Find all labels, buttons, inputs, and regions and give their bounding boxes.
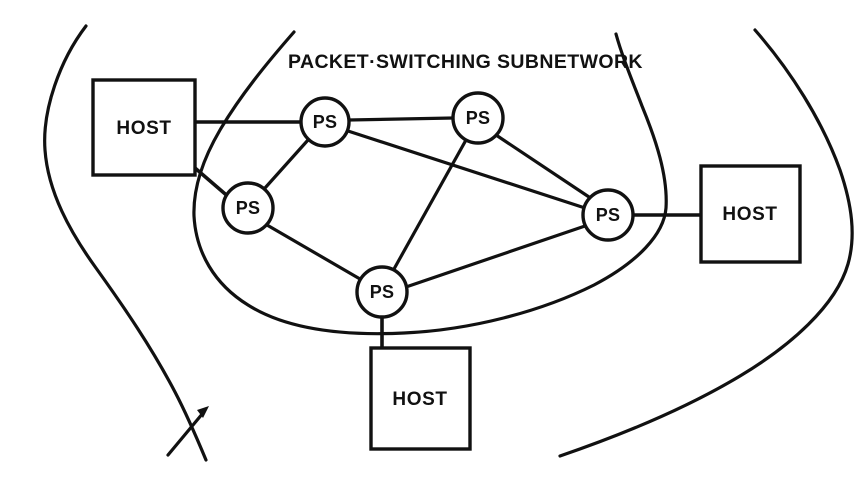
network-leader-annotation xyxy=(166,406,209,457)
ps-node-label: PS xyxy=(370,282,394,302)
host-box-right[interactable]: HOST xyxy=(699,164,802,264)
link-ps2-ps4 xyxy=(495,133,593,201)
ps-node-label: PS xyxy=(236,198,260,218)
outer-network-boundary xyxy=(43,24,854,462)
host-box-rect[interactable] xyxy=(369,346,472,451)
ps-node-label: PS xyxy=(313,112,337,132)
ps-node-label: PS xyxy=(596,205,620,225)
link-ps1-ps3 xyxy=(263,138,310,190)
ps-node-circle[interactable] xyxy=(451,91,505,145)
host-box-label: HOST xyxy=(722,204,777,225)
ps-node-circle[interactable] xyxy=(355,265,409,319)
ps-node-5[interactable]: PS xyxy=(355,265,409,319)
link-ps1-ps4 xyxy=(347,129,586,210)
host-box-rect[interactable] xyxy=(91,78,197,177)
ps-node-circle[interactable] xyxy=(299,96,351,148)
link-ps2-ps5 xyxy=(392,139,468,270)
outer-boundary-left-curve xyxy=(43,24,208,462)
ps-node-circle[interactable] xyxy=(221,181,275,235)
ps-node-3[interactable]: PS xyxy=(221,181,275,235)
host-box-left[interactable]: HOST xyxy=(91,78,197,177)
ps-node-1[interactable]: PS xyxy=(299,96,351,148)
ps-node-label: PS xyxy=(466,108,490,128)
ps-node-4[interactable]: PS xyxy=(581,188,635,242)
leader-arrow-icon xyxy=(197,406,209,418)
subnet-boundary xyxy=(192,30,668,336)
page-title: PACKET·SWITCHING SUBNETWORK xyxy=(288,51,643,73)
host-box-rect[interactable] xyxy=(699,164,802,264)
leader-line xyxy=(166,411,205,457)
link-ps3-ps5 xyxy=(266,223,361,281)
host-links xyxy=(193,120,701,348)
host-link-left-ps3 xyxy=(193,166,233,201)
outer-boundary-right-curve xyxy=(558,28,854,458)
host-box-label: HOST xyxy=(392,389,447,410)
link-ps1-ps2 xyxy=(348,116,454,122)
host-box-bottom[interactable]: HOST xyxy=(369,346,472,451)
link-ps4-ps5 xyxy=(405,224,586,289)
ps-node-2[interactable]: PS xyxy=(451,91,505,145)
host-box-label: HOST xyxy=(116,118,171,139)
ps-node-circle[interactable] xyxy=(581,188,635,242)
subnet-boundary-path xyxy=(192,30,668,336)
subnet-links xyxy=(263,116,593,289)
